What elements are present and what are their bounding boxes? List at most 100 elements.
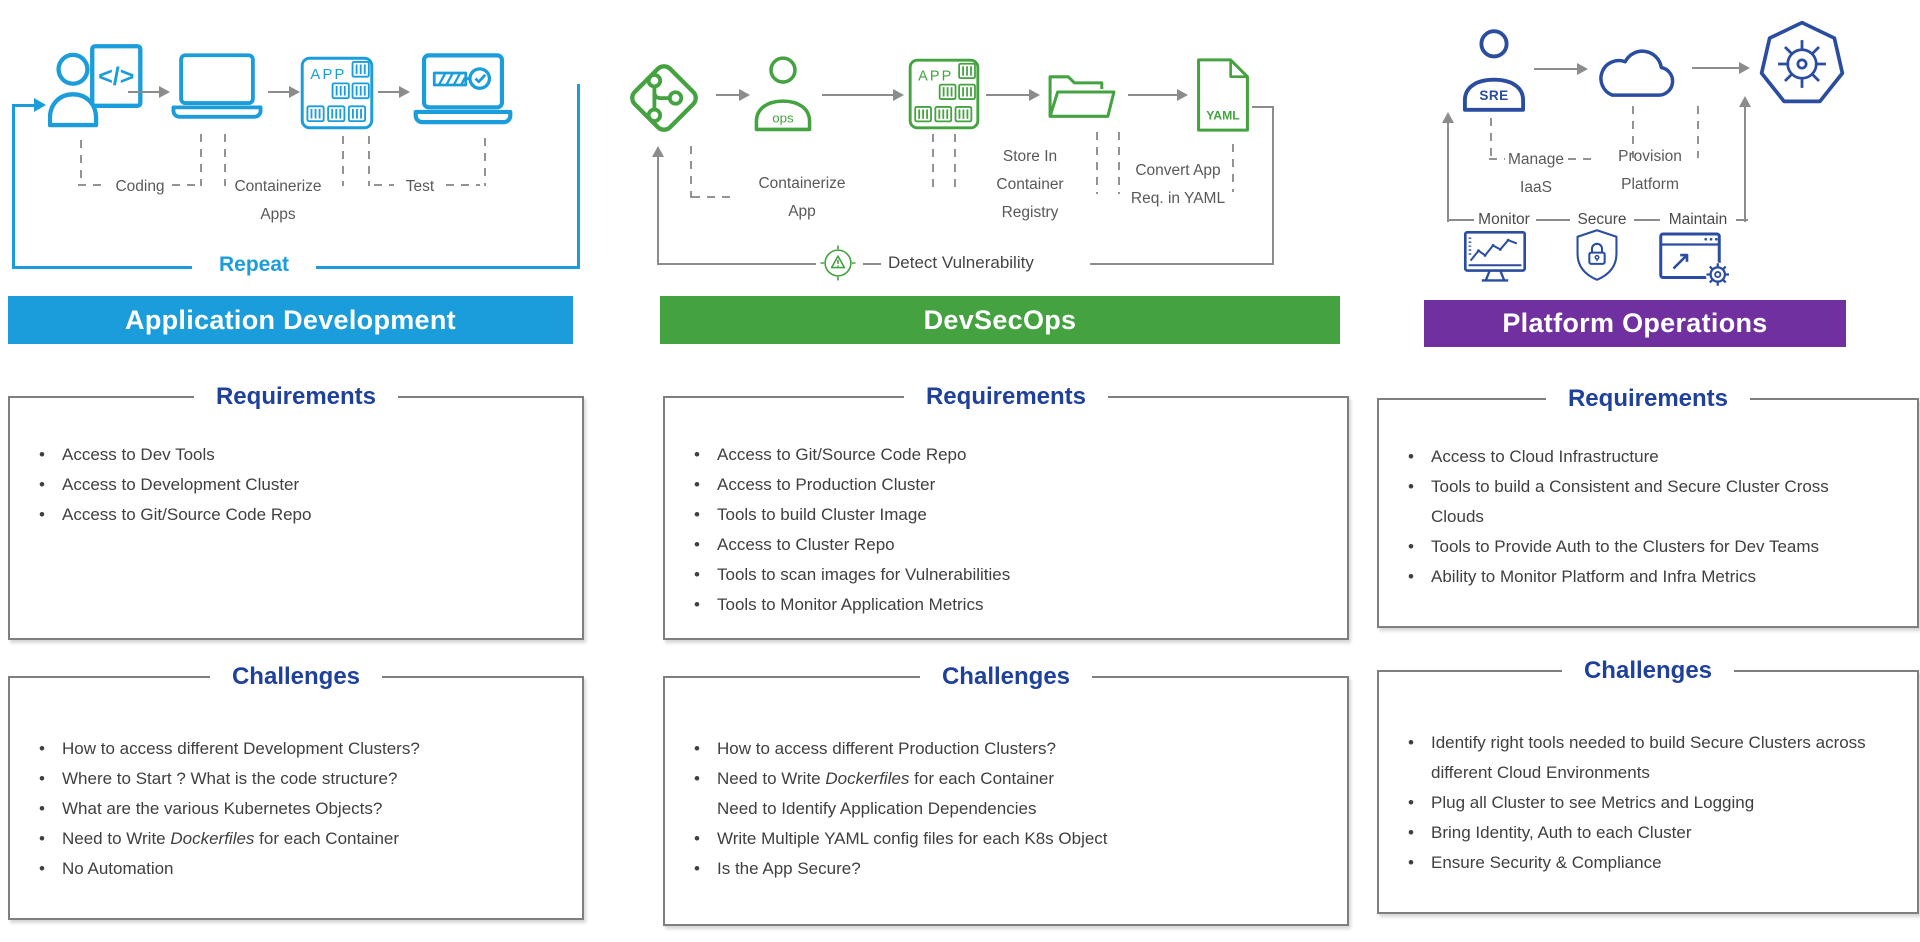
flow-step-label-line: Containerize bbox=[758, 175, 846, 192]
feedback-arrow-up bbox=[1739, 96, 1751, 222]
list-item: Plug all Cluster to see Metrics and Logg… bbox=[1395, 788, 1907, 818]
requirements-list: Access to Dev Tools Access to Developmen… bbox=[26, 440, 568, 530]
flow-step-label: Test bbox=[405, 178, 435, 195]
callout-line bbox=[1118, 132, 1120, 194]
flow-step-label-line: Container bbox=[996, 176, 1064, 193]
repeat-loop-line bbox=[316, 266, 580, 269]
list-item: Ability to Monitor Platform and Infra Me… bbox=[1395, 562, 1907, 592]
callout-line bbox=[1568, 158, 1592, 160]
callout-line bbox=[692, 196, 736, 198]
maintain-label: Maintain bbox=[1668, 211, 1728, 228]
requirements-panel: Requirements Access to Cloud Infrastruct… bbox=[1377, 383, 1919, 628]
folder-icon bbox=[1044, 56, 1120, 128]
list-item: Access to Cloud Infrastructure bbox=[1395, 442, 1907, 472]
sre-person-icon: SRE bbox=[1462, 26, 1526, 116]
flow-step-label-line: Manage bbox=[1507, 151, 1564, 168]
requirements-list: Access to Git/Source Code Repo Access to… bbox=[681, 440, 1333, 620]
flow-step-label-line: App bbox=[788, 203, 816, 220]
flow-arrow bbox=[1128, 89, 1188, 101]
list-item: What are the various Kubernetes Objects? bbox=[26, 794, 568, 824]
callout-line bbox=[954, 134, 956, 190]
flow-step-label-line: IaaS bbox=[1520, 179, 1552, 196]
list-item: How to access different Development Clus… bbox=[26, 734, 568, 764]
flow-arrow bbox=[378, 86, 410, 98]
monitor-label: Monitor bbox=[1478, 211, 1530, 228]
flow-step-label: Containerize Apps bbox=[214, 173, 342, 229]
ops-person-icon: ops bbox=[752, 52, 814, 136]
flow-step-label-line: Registry bbox=[1001, 204, 1059, 221]
callout-line bbox=[484, 138, 486, 186]
flow-step-label-line: Req. in YAML bbox=[1130, 190, 1226, 207]
detect-vulnerability-label: Detect Vulnerability bbox=[888, 253, 1034, 272]
callout-line bbox=[1490, 118, 1492, 162]
list-item: Access to Cluster Repo bbox=[681, 530, 1333, 560]
feedback-line bbox=[1448, 219, 1474, 221]
callout-line bbox=[932, 134, 934, 190]
feedback-line bbox=[1736, 219, 1748, 221]
callout-line bbox=[342, 136, 344, 186]
requirements-panel: Requirements Access to Dev Tools Access … bbox=[8, 381, 584, 640]
panel-title: Challenges bbox=[1561, 655, 1735, 687]
list-item: Need to Write Dockerfiles for each Conta… bbox=[681, 764, 1333, 824]
panel-title: Requirements bbox=[193, 381, 399, 413]
svg-text:APP: APP bbox=[918, 68, 953, 84]
flow-arrow bbox=[1692, 62, 1750, 74]
repeat-loop-line bbox=[12, 104, 15, 268]
repeat-loop-line bbox=[577, 84, 580, 269]
panel-title: Challenges bbox=[209, 661, 383, 693]
svg-text:ops: ops bbox=[772, 110, 794, 125]
flow-step-label-line: Convert App bbox=[1135, 162, 1221, 179]
challenges-panel: Challenges How to access different Produ… bbox=[663, 661, 1349, 926]
repeat-loop-line bbox=[12, 266, 192, 269]
window-gear-icon bbox=[1658, 228, 1734, 288]
panel-title: Requirements bbox=[1545, 383, 1751, 415]
banner-application-development: Application Development bbox=[8, 296, 573, 344]
app-containers-icon: APP bbox=[300, 56, 374, 130]
flow-step-label: Containerize App bbox=[740, 170, 864, 226]
callout-line bbox=[1697, 106, 1699, 158]
flow-step-label: Store In Container Registry bbox=[972, 143, 1088, 227]
panel-title: Challenges bbox=[919, 661, 1093, 693]
flow-arrow bbox=[128, 86, 170, 98]
callout-line bbox=[1489, 158, 1505, 160]
flow-arrow bbox=[716, 89, 750, 101]
shield-lock-icon bbox=[1574, 226, 1620, 284]
app-containers-icon: APP bbox=[908, 58, 980, 130]
feedback-line bbox=[1272, 106, 1274, 265]
callout-line bbox=[446, 184, 480, 186]
flow-step-label: Convert App Req. in YAML bbox=[1118, 157, 1238, 213]
feedback-line bbox=[1252, 106, 1274, 108]
flow-arrow bbox=[822, 89, 904, 101]
challenges-list: Identify right tools needed to build Sec… bbox=[1395, 728, 1907, 878]
flow-step-label-line: Store In bbox=[1002, 148, 1058, 165]
panel-title: Requirements bbox=[903, 381, 1109, 413]
list-item: Bring Identity, Auth to each Cluster bbox=[1395, 818, 1907, 848]
flow-arrow bbox=[1534, 63, 1588, 75]
flow-step-label: Provision Platform bbox=[1606, 143, 1694, 199]
feedback-line bbox=[1634, 219, 1660, 221]
list-item: Identify right tools needed to build Sec… bbox=[1395, 728, 1907, 788]
feedback-line bbox=[1090, 263, 1274, 265]
callout-line bbox=[1096, 132, 1098, 194]
callout-line bbox=[224, 134, 226, 186]
list-item: Ensure Security & Compliance bbox=[1395, 848, 1907, 878]
kubernetes-icon bbox=[1756, 18, 1848, 110]
requirements-list: Access to Cloud Infrastructure Tools to … bbox=[1395, 442, 1907, 592]
list-item: Access to Git/Source Code Repo bbox=[26, 500, 568, 530]
banner-platform-operations: Platform Operations bbox=[1424, 300, 1846, 347]
svg-text:YAML: YAML bbox=[1206, 108, 1240, 122]
feedback-line bbox=[658, 263, 816, 265]
developer-code-icon: </> bbox=[48, 42, 148, 137]
list-item: Where to Start ? What is the code struct… bbox=[26, 764, 568, 794]
feedback-line bbox=[863, 263, 881, 265]
flow-arrow bbox=[986, 89, 1040, 101]
callout-line bbox=[80, 140, 82, 186]
callout-line bbox=[200, 134, 202, 186]
callout-line bbox=[690, 146, 692, 198]
feedback-line bbox=[1536, 219, 1570, 221]
banner-devsecops: DevSecOps bbox=[660, 296, 1340, 344]
flow-step-label-line: Platform bbox=[1621, 176, 1679, 193]
metrics-monitor-icon bbox=[1462, 230, 1528, 286]
callout-line bbox=[374, 184, 394, 186]
